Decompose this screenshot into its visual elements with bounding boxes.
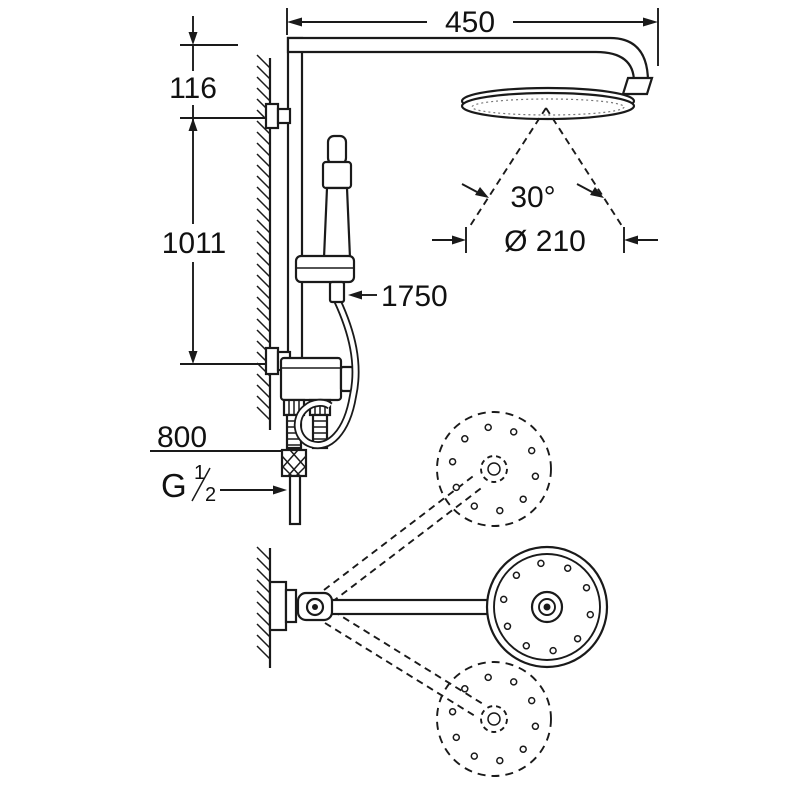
dim-116-label: 116	[169, 72, 217, 105]
dim-800-label: 800	[157, 421, 207, 454]
head-shower	[460, 86, 636, 121]
plan-head-shower	[485, 545, 609, 669]
arm-hinge	[296, 591, 334, 622]
dim-1750-label: 1750	[381, 280, 448, 313]
dimension-116: 116	[169, 16, 266, 131]
wall-plate	[268, 580, 298, 632]
shower-unit-front-view	[264, 36, 654, 526]
thread-numerator: 1	[194, 462, 205, 484]
upper-ghost-nozzles	[448, 423, 540, 515]
dimension-1750: 1750	[348, 280, 448, 313]
dim-210-label: Ø 210	[504, 225, 586, 258]
angle-30-label: 30°	[510, 181, 555, 214]
dimension-450: 450	[286, 6, 659, 66]
dimension-210: Ø 210	[432, 225, 658, 258]
hand-shower-handle	[322, 186, 352, 260]
slider-clamp	[294, 254, 356, 284]
shower-rail-pipe	[286, 36, 304, 366]
head-nozzles	[499, 559, 595, 655]
lower-wall	[256, 546, 272, 668]
spray-angle-label: 30°	[461, 181, 604, 214]
upper-wall-bracket	[264, 102, 292, 130]
head-connector	[621, 76, 654, 96]
dimension-800: 800	[150, 421, 281, 454]
lower-wall-hatching	[256, 546, 271, 660]
swivel-position-upper	[323, 411, 552, 603]
shower-arm	[286, 36, 650, 84]
plan-view	[256, 411, 609, 777]
thread-letter: G	[161, 467, 187, 504]
thread-denominator: 2	[205, 484, 216, 506]
hand-shower	[294, 134, 356, 304]
dim-1011-label: 1011	[162, 227, 227, 260]
swivel-position-lower	[324, 610, 552, 777]
hose-connector	[328, 280, 346, 304]
dim-450-label: 450	[445, 6, 495, 39]
dimension-1011: 1011	[162, 105, 266, 365]
shower-hose	[293, 298, 360, 450]
thread-size-label: G 1 2	[161, 462, 287, 506]
hand-shower-head	[326, 134, 348, 166]
supply-pipe	[288, 474, 302, 526]
diverter-body	[279, 356, 355, 402]
lower-ghost-nozzles	[448, 673, 540, 765]
supply-connection	[280, 448, 308, 526]
